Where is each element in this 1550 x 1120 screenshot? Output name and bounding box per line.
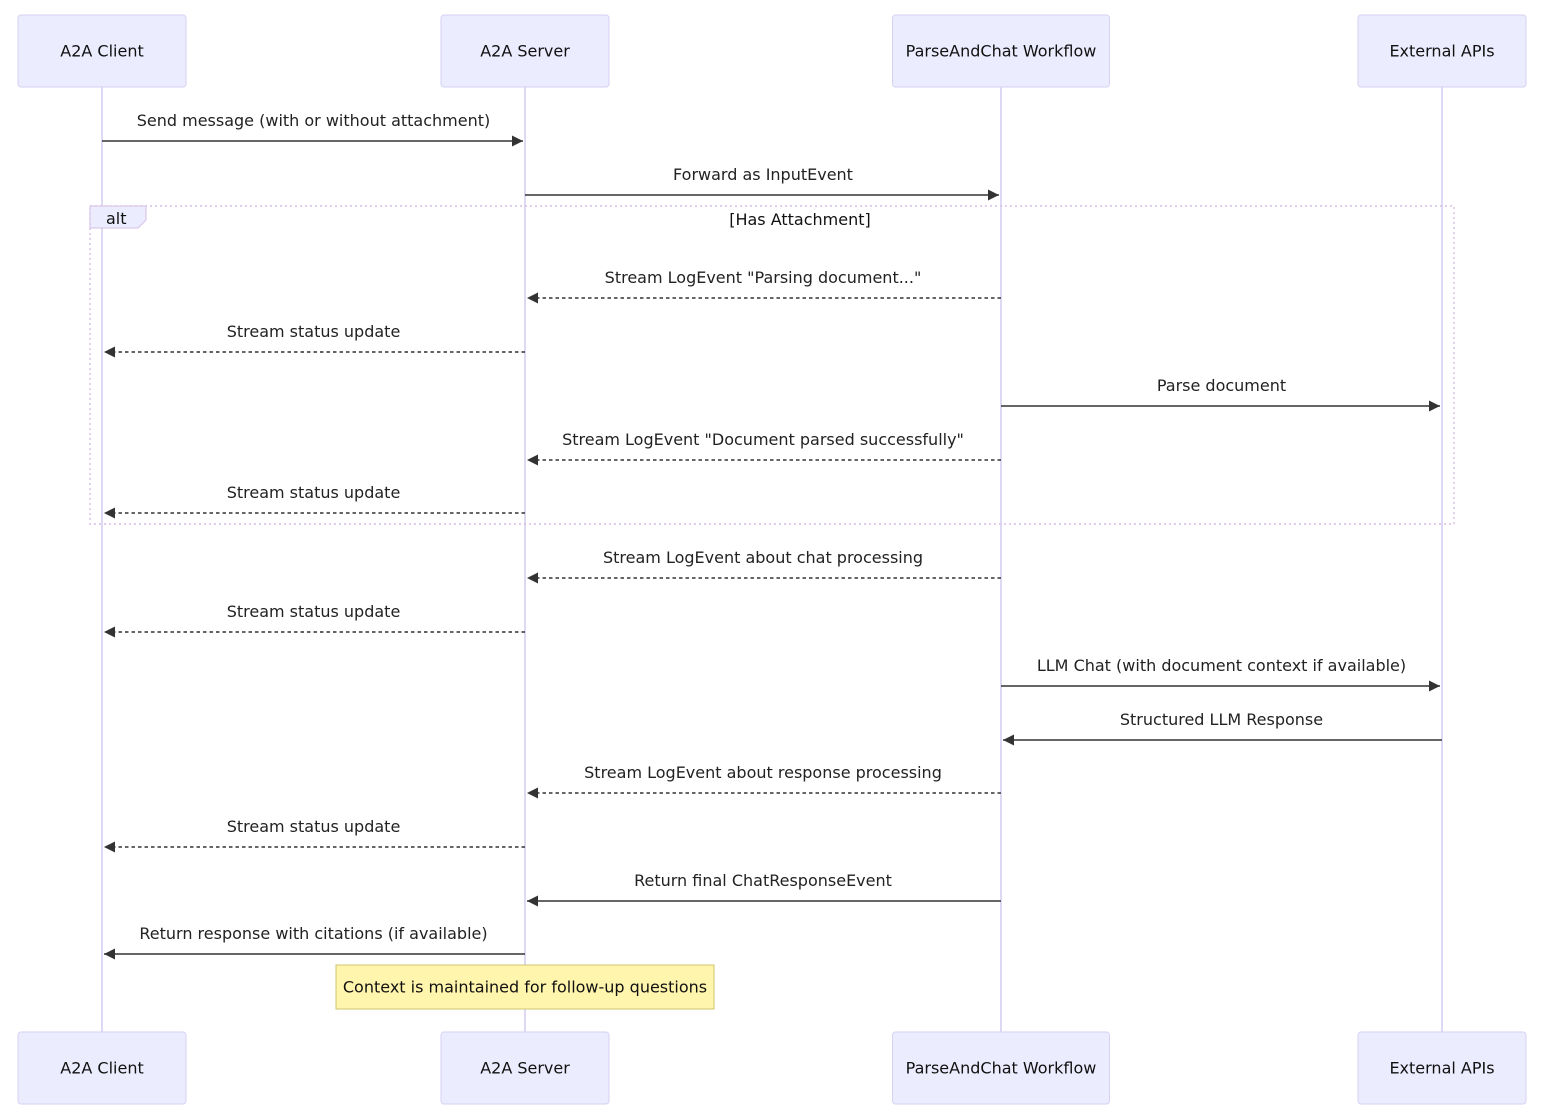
message-label: Stream status update (227, 817, 401, 836)
message-4: Stream status update (104, 322, 525, 358)
message-15: Return response with citations (if avail… (104, 924, 525, 960)
actor-box (17, 14, 187, 88)
actor-workflow-top: ParseAndChat Workflow (892, 14, 1110, 88)
actor-label: A2A Client (60, 1059, 143, 1078)
actor-box (440, 14, 610, 88)
message-13: Stream status update (104, 817, 525, 853)
note: Context is maintained for follow-up ques… (335, 964, 715, 1010)
message-1: Send message (with or without attachment… (102, 111, 523, 147)
actor-apis-top: External APIs (1357, 14, 1527, 88)
message-9: Stream status update (104, 602, 525, 638)
actor-label: A2A Client (60, 42, 143, 61)
message-2: Forward as InputEvent (525, 165, 999, 201)
message-label: Stream LogEvent "Document parsed success… (562, 430, 964, 449)
actor-client-top: A2A Client (17, 14, 187, 88)
message-label: Return response with citations (if avail… (139, 924, 487, 943)
message-8: Stream LogEvent about chat processing (527, 548, 1001, 584)
message-label: Stream LogEvent about chat processing (603, 548, 923, 567)
actor-label: External APIs (1389, 42, 1494, 61)
alt-tab (89, 205, 147, 229)
actor-label: ParseAndChat Workflow (906, 42, 1097, 61)
actor-apis-bottom: External APIs (1357, 1031, 1527, 1105)
message-label: Stream LogEvent about response processin… (584, 763, 942, 782)
message-label: Structured LLM Response (1120, 710, 1323, 729)
message-label: Stream status update (227, 483, 401, 502)
message-3: Stream LogEvent "Parsing document..." (527, 268, 1001, 304)
message-10: LLM Chat (with document context if avail… (1001, 656, 1440, 692)
message-label: Stream status update (227, 602, 401, 621)
message-14: Return final ChatResponseEvent (527, 871, 1001, 907)
message-label: Return final ChatResponseEvent (634, 871, 892, 890)
actor-client-bottom: A2A Client (17, 1031, 187, 1105)
message-label: Parse document (1157, 376, 1286, 395)
actor-box (892, 14, 1110, 88)
actor-box (17, 1031, 187, 1105)
message-label: Send message (with or without attachment… (137, 111, 491, 130)
message-11: Structured LLM Response (1003, 710, 1442, 746)
message-6: Stream LogEvent "Document parsed success… (527, 430, 1001, 466)
message-label: LLM Chat (with document context if avail… (1037, 656, 1406, 675)
message-label: Stream status update (227, 322, 401, 341)
actor-box (1357, 14, 1527, 88)
message-label: Forward as InputEvent (673, 165, 853, 184)
actor-label: External APIs (1389, 1059, 1494, 1078)
actor-server-top: A2A Server (440, 14, 610, 88)
note-text: Context is maintained for follow-up ques… (343, 978, 707, 997)
actor-label: A2A Server (480, 42, 570, 61)
message-12: Stream LogEvent about response processin… (527, 763, 1001, 799)
actor-label: ParseAndChat Workflow (906, 1059, 1097, 1078)
actor-box (1357, 1031, 1527, 1105)
actor-label: A2A Server (480, 1059, 570, 1078)
message-7: Stream status update (104, 483, 525, 519)
message-5: Parse document (1001, 376, 1440, 412)
actor-server-bottom: A2A Server (440, 1031, 610, 1105)
alt-label: alt (106, 209, 127, 228)
message-label: Stream LogEvent "Parsing document..." (605, 268, 922, 287)
alt-condition: [Has Attachment] (729, 210, 871, 229)
actor-workflow-bottom: ParseAndChat Workflow (892, 1031, 1110, 1105)
alt-block: alt [Has Attachment] (89, 205, 1455, 525)
note-box (335, 964, 715, 1010)
actor-box (440, 1031, 610, 1105)
actor-box (892, 1031, 1110, 1105)
alt-frame (89, 205, 1455, 525)
